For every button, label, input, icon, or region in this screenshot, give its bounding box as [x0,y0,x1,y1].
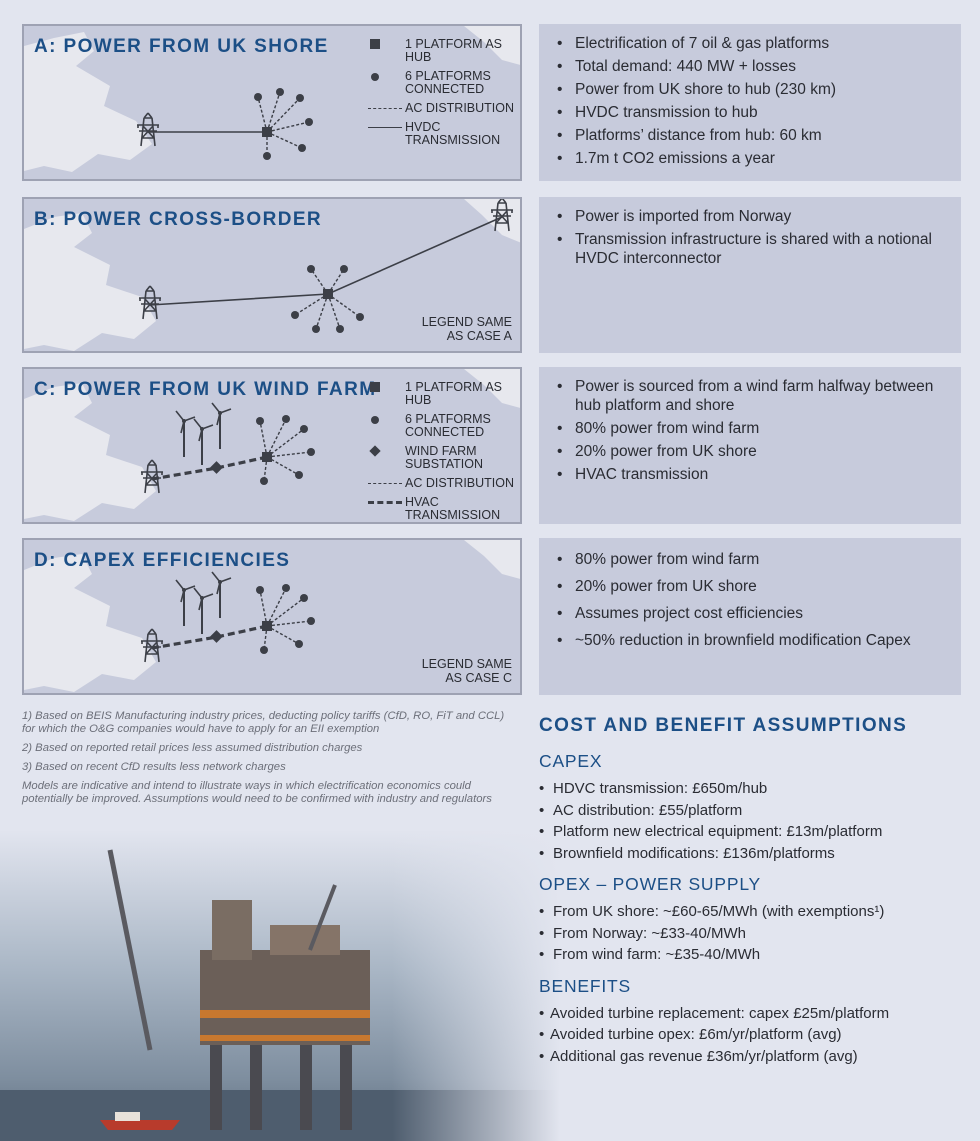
bullet: Electrification of 7 oil & gas platforms [551,34,949,53]
platform-dot-icon [368,414,404,426]
list-item: Avoided turbine opex: £6m/yr/platform (a… [539,1024,969,1046]
platform-dot-icon [291,265,364,333]
bullet: Power from UK shore to hub (230 km) [551,80,949,99]
legend-substation: WIND FARM SUBSTATION [368,445,520,471]
bullet: ~50% reduction in brownfield modificatio… [551,631,949,650]
list-item: Avoided turbine replacement: capex £25m/… [539,1003,969,1025]
bullet: 20% power from UK shore [551,577,949,596]
case-c-panel: C: POWER FROM UK WIND FARM 1 PLATFORM AS… [22,367,522,524]
bullet: Assumes project cost efficiencies [551,604,949,623]
bullet: HVAC transmission [551,465,949,484]
list-item: Additional gas revenue £36m/yr/platform … [539,1046,969,1068]
footnotes: 1) Based on BEIS Manufacturing industry … [22,710,512,812]
bullet: 80% power from wind farm [551,419,949,438]
bullet: Platforms’ distance from hub: 60 km [551,126,949,145]
case-a-title: A: POWER FROM UK SHORE [34,36,329,57]
substation-icon [210,630,223,643]
wind-turbine-icon [211,571,232,619]
list-item: From Norway: ~£33-40/MWh [539,923,969,945]
list-item: Brownfield modifications: £136m/platform… [539,843,969,865]
substation-icon [368,446,404,458]
legend-hub: 1 PLATFORM AS HUB [368,381,520,407]
legend-hvac: HVAC TRANSMISSION [368,496,520,522]
case-d-title: D: CAPEX EFFICIENCIES [34,550,291,571]
bullet: Transmission infrastructure is shared wi… [551,230,949,268]
solid-line-icon [368,122,404,134]
case-b-info: Power is imported from Norway Transmissi… [539,197,961,353]
bullet: Total demand: 440 MW + losses [551,57,949,76]
benefits-heading: BENEFITS [539,975,631,996]
hub-platform-icon [368,382,404,394]
footnote: 2) Based on reported retail prices less … [22,742,363,754]
case-c-title: C: POWER FROM UK WIND FARM [34,379,377,400]
case-b-title: B: POWER CROSS-BORDER [34,209,323,230]
case-a-info: Electrification of 7 oil & gas platforms… [539,24,961,181]
hub-platform-icon [262,127,272,137]
hub-platform-icon [323,289,333,299]
assumptions-title: COST AND BENEFIT ASSUMPTIONS [539,715,908,736]
legend-platforms: 6 PLATFORMS CONNECTED [368,70,520,96]
platform-dot-icon [368,71,404,83]
case-d-map [24,540,520,692]
list-item: From UK shore: ~£60-65/MWh (with exempti… [539,901,969,923]
case-a-map [24,26,520,172]
opex-heading: OPEX – POWER SUPPLY [539,874,762,894]
legend-hub: 1 PLATFORM AS HUB [368,38,520,64]
list-item: From wind farm: ~£35-40/MWh [539,944,969,966]
legend-note: LEGEND SAME AS CASE C [421,657,512,685]
legend-ac: AC DISTRIBUTION [368,477,520,490]
wind-turbine-icon [193,587,214,635]
wind-turbine-icon [175,579,196,627]
bullet: 1.7m t CO2 emissions a year [551,149,949,168]
case-d-info: 80% power from wind farm 20% power from … [539,538,961,695]
wind-turbine-icon [175,410,196,458]
footnote: Models are indicative and intend to illu… [22,780,492,805]
dashed-line-icon [368,103,404,115]
hub-platform-icon [262,621,272,631]
legend-note: LEGEND SAME AS CASE A [421,315,512,343]
case-c-map [24,369,520,521]
case-c-legend: 1 PLATFORM AS HUB 6 PLATFORMS CONNECTED … [368,381,520,522]
spokes [257,91,310,156]
hub-platform-icon [262,452,272,462]
wind-turbine-icon [193,418,214,466]
legend-ac: AC DISTRIBUTION [368,102,520,115]
bullet: 20% power from UK shore [551,442,949,461]
platform-dot-icon [256,584,315,654]
substation-icon [210,461,223,474]
footnote: 3) Based on recent CfD results less netw… [22,761,286,773]
case-b-map [24,199,520,351]
bullet: Power is sourced from a wind farm halfwa… [551,377,949,415]
legend-hvdc: HVDC TRANSMISSION [368,121,520,147]
platform-dot-icon [254,88,313,160]
platform-dot-icon [256,415,315,485]
dashed-line-icon [368,478,404,490]
case-d-panel: D: CAPEX EFFICIENCIES LEGEND SAME AS CAS… [22,538,522,695]
hub-platform-icon [368,39,404,51]
case-a-panel: A: POWER FROM UK SHORE 1 PLATFORM AS HUB… [22,24,522,181]
bullet: HVDC transmission to hub [551,103,949,122]
thick-dashed-line-icon [368,497,404,509]
bullet: 80% power from wind farm [551,550,949,569]
legend-platforms: 6 PLATFORMS CONNECTED [368,413,520,439]
capex-heading: CAPEX [539,751,603,771]
case-c-info: Power is sourced from a wind farm halfwa… [539,367,961,524]
footnote: 1) Based on BEIS Manufacturing industry … [22,710,505,735]
wind-turbine-icon [211,402,232,450]
assumptions-section: COST AND BENEFIT ASSUMPTIONS CAPEX HDVC … [539,715,969,1077]
case-a-legend: 1 PLATFORM AS HUB 6 PLATFORMS CONNECTED … [368,38,520,153]
bullet: Power is imported from Norway [551,207,949,226]
list-item: Platform new electrical equipment: £13m/… [539,821,969,843]
oil-platform-photo [0,830,560,1141]
list-item: AC distribution: £55/platform [539,800,969,822]
list-item: HDVC transmission: £650m/hub [539,778,969,800]
case-b-panel: B: POWER CROSS-BORDER LEGEND SAME AS CAS… [22,197,522,353]
